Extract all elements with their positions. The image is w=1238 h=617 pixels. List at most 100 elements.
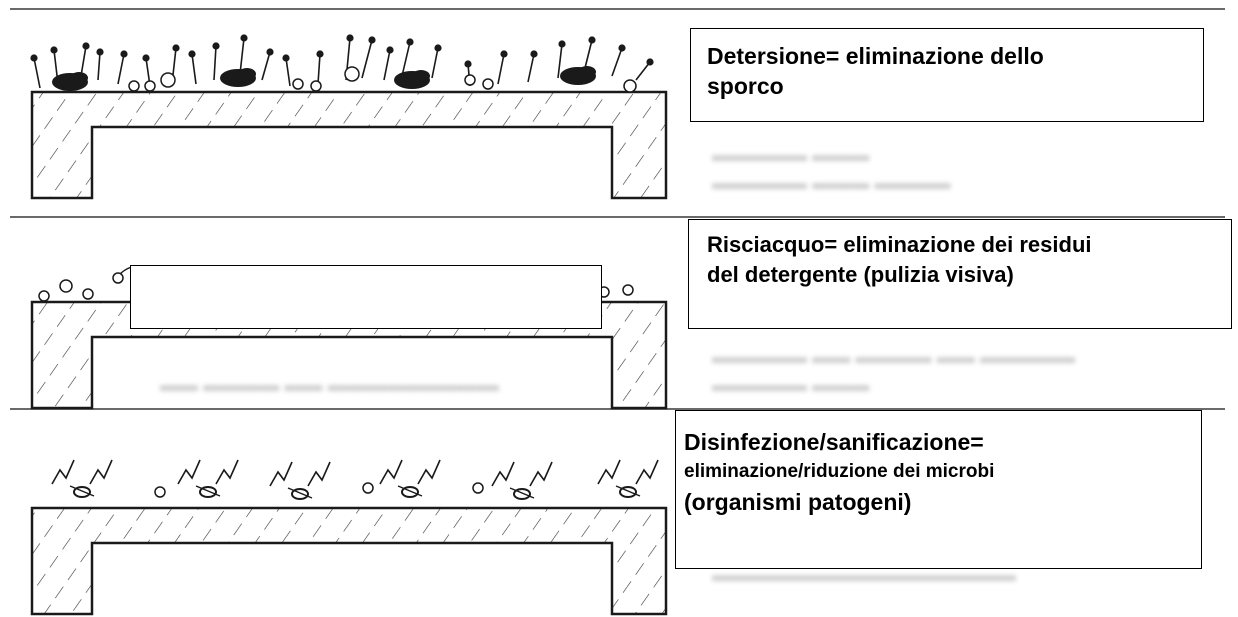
label-disinfezione-line-2: eliminazione/riduzione dei microbi bbox=[684, 461, 995, 482]
detergent-molecule-icon bbox=[500, 50, 508, 58]
detergent-molecule-icon bbox=[120, 50, 128, 58]
detergent-molecule-tail bbox=[53, 49, 59, 85]
lightning-icon bbox=[597, 459, 621, 485]
microbe-arrow bbox=[69, 485, 95, 497]
detergent-molecule-icon bbox=[82, 42, 90, 50]
detergent-molecule-icon bbox=[188, 50, 196, 58]
bubble-icon bbox=[292, 78, 304, 90]
detergent-molecule-tail bbox=[383, 49, 391, 81]
bubble-icon bbox=[144, 80, 156, 92]
detergent-molecule-tail bbox=[285, 57, 291, 87]
microbe-arrow bbox=[615, 485, 641, 497]
soil-particle-icon bbox=[578, 66, 596, 78]
detergent-molecule-tail bbox=[527, 53, 535, 83]
detergent-molecule-tail bbox=[79, 45, 87, 83]
lightning-icon bbox=[635, 459, 659, 485]
microbe-icon bbox=[73, 486, 91, 498]
detergent-molecule-tail bbox=[239, 37, 245, 75]
lightning-icon bbox=[89, 459, 113, 485]
detergent-molecule-icon bbox=[266, 48, 274, 56]
ghost-text-6: ▬▬▬▬▬▬▬▬▬▬▬▬▬▬▬▬ bbox=[712, 565, 1016, 586]
bubble-icon bbox=[82, 288, 94, 300]
detergent-molecule-icon bbox=[368, 36, 376, 44]
detergent-molecule-icon bbox=[50, 46, 58, 54]
label-disinfezione-line-1: Disinfezione/sanificazione= bbox=[684, 429, 984, 455]
bubble-icon bbox=[38, 290, 50, 302]
detergent-molecule-tail bbox=[33, 57, 41, 89]
label-risciacquo-line-1: Risciacquo= eliminazione dei residui bbox=[707, 232, 1092, 257]
label-detersione: Detersione= eliminazione dello sporco bbox=[690, 28, 1204, 122]
ghost-text-4: ▬▬▬▬▬ ▬▬▬ bbox=[712, 375, 870, 396]
lightning-icon bbox=[269, 461, 293, 487]
bubble-icon bbox=[160, 72, 176, 88]
divider-1 bbox=[10, 216, 1225, 218]
surface-illustration-detersione bbox=[30, 34, 668, 200]
microbe-arrow bbox=[195, 485, 221, 497]
bubble-icon bbox=[154, 486, 166, 498]
detergent-molecule-icon bbox=[212, 42, 220, 50]
lightning-icon bbox=[307, 461, 331, 487]
ghost-text-1: ▬▬▬▬▬ ▬▬▬ bbox=[712, 145, 870, 166]
divider-top bbox=[10, 8, 1225, 10]
detergent-molecule-tail bbox=[191, 53, 197, 85]
detergent-molecule-icon bbox=[618, 44, 626, 52]
bubble-icon bbox=[112, 272, 124, 284]
bubble-icon bbox=[482, 78, 494, 90]
detergent-molecule-icon bbox=[346, 34, 354, 42]
detergent-molecule-tail bbox=[117, 53, 125, 85]
microbe-icon bbox=[291, 488, 309, 500]
microbe-icon bbox=[199, 486, 217, 498]
ghost-text-3: ▬▬▬▬▬ ▬▬ ▬▬▬▬ ▬▬ ▬▬▬▬▬ bbox=[712, 347, 1076, 368]
soil-particle-icon bbox=[238, 68, 256, 80]
detergent-molecule-tail bbox=[431, 47, 439, 79]
bubble-icon bbox=[344, 66, 360, 82]
detergent-molecule-icon bbox=[558, 40, 566, 48]
lightning-icon bbox=[51, 459, 75, 485]
bubble-icon bbox=[464, 74, 476, 86]
label-detersione-line-2: sporco bbox=[707, 73, 784, 99]
detergent-molecule-tail bbox=[583, 39, 593, 73]
detergent-molecule-tail bbox=[317, 53, 321, 85]
table-cross-section bbox=[30, 506, 668, 616]
detergent-molecule-icon bbox=[386, 46, 394, 54]
detergent-molecule-icon bbox=[142, 54, 150, 62]
bubble-icon bbox=[310, 80, 322, 92]
bubble-icon bbox=[128, 80, 140, 92]
bubble-icon bbox=[59, 279, 73, 293]
detergent-molecule-icon bbox=[30, 54, 38, 62]
microbe-arrow bbox=[287, 487, 313, 499]
microbe-icon bbox=[513, 488, 531, 500]
lightning-icon bbox=[417, 459, 441, 485]
label-detersione-line-1: Detersione= eliminazione dello bbox=[707, 43, 1044, 69]
ghost-text-5: ▬▬ ▬▬▬▬ ▬▬ ▬▬▬▬▬▬▬▬▬ bbox=[160, 375, 499, 396]
detergent-molecule-tail bbox=[611, 47, 623, 77]
label-risciacquo-line-2: del detergente (pulizia visiva) bbox=[707, 262, 1014, 287]
detergent-molecule-icon bbox=[96, 48, 104, 56]
detergent-molecule-tail bbox=[261, 51, 271, 81]
bubble-icon bbox=[623, 79, 637, 93]
blank-overlay-box bbox=[130, 265, 602, 329]
label-disinfezione-line-3: (organismi patogeni) bbox=[684, 489, 912, 515]
soil-particle-icon bbox=[412, 70, 430, 82]
detergent-molecule-icon bbox=[406, 38, 414, 46]
ghost-text-2: ▬▬▬▬▬ ▬▬▬ ▬▬▬▬ bbox=[712, 173, 951, 194]
detergent-molecule-tail bbox=[557, 43, 563, 79]
bubble-icon bbox=[472, 482, 484, 494]
lightning-icon bbox=[379, 459, 403, 485]
detergent-molecule-tail bbox=[97, 51, 101, 81]
label-disinfezione: Disinfezione/sanificazione= eliminazione… bbox=[675, 410, 1202, 569]
detergent-molecule-icon bbox=[434, 44, 442, 52]
lightning-icon bbox=[177, 459, 201, 485]
detergent-molecule-icon bbox=[530, 50, 538, 58]
microbe-icon bbox=[619, 486, 637, 498]
lightning-icon bbox=[529, 461, 553, 487]
label-risciacquo: Risciacquo= eliminazione dei residui del… bbox=[688, 219, 1232, 329]
table-cross-section bbox=[30, 90, 668, 200]
detergent-molecule-icon bbox=[646, 58, 654, 66]
microbe-arrow bbox=[397, 485, 423, 497]
detergent-molecule-tail bbox=[401, 41, 411, 77]
detergent-molecule-icon bbox=[464, 60, 472, 68]
lightning-icon bbox=[215, 459, 239, 485]
microbe-icon bbox=[401, 486, 419, 498]
